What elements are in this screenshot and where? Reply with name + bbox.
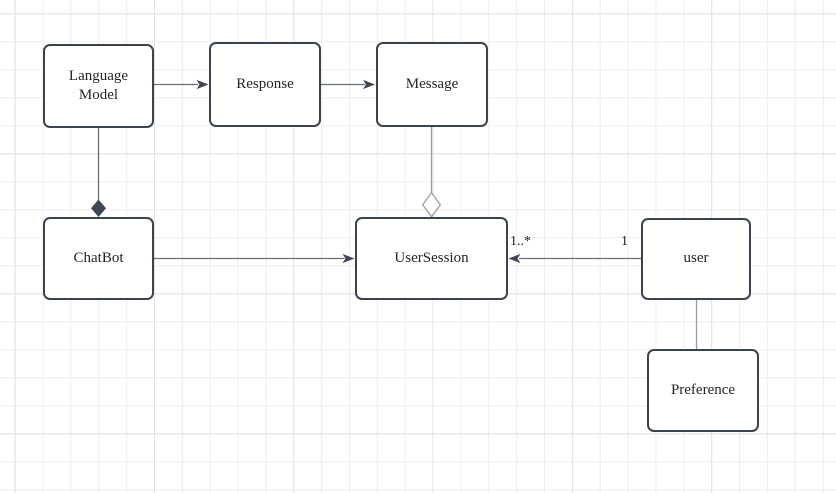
multiplicity-label-usersession[interactable]: 1..* xyxy=(510,234,531,249)
arrowhead-right-icon xyxy=(363,79,375,90)
edge-chatbot-usersession[interactable] xyxy=(154,253,355,264)
multiplicity-label-user[interactable]: 1 xyxy=(621,234,628,249)
arrowhead-left-icon xyxy=(508,253,521,264)
node-label: Preference xyxy=(670,381,736,398)
node-message[interactable]: Message xyxy=(376,42,488,127)
arrowhead-right-icon xyxy=(196,79,209,90)
node-label: Message xyxy=(405,75,459,92)
node-response[interactable]: Response xyxy=(209,42,321,127)
node-chatbot[interactable]: ChatBot xyxy=(43,217,154,300)
node-label: user xyxy=(683,250,709,267)
node-preference[interactable]: Preference xyxy=(647,349,759,432)
edge-user-usersession[interactable] xyxy=(508,253,642,264)
node-label: Response xyxy=(236,75,294,92)
hollow-diamond-icon xyxy=(421,191,442,218)
arrowhead-right-icon xyxy=(342,253,355,264)
node-user[interactable]: user xyxy=(641,218,751,300)
node-label: UserSession xyxy=(394,249,469,266)
edge-response-message[interactable] xyxy=(321,79,375,90)
node-label: ChatBot xyxy=(73,249,124,266)
node-label: Language Model xyxy=(68,67,129,104)
node-language-model[interactable]: Language Model xyxy=(43,44,154,128)
node-usersession[interactable]: UserSession xyxy=(355,217,508,300)
edge-languagemodel-chatbot[interactable] xyxy=(91,128,106,217)
filled-diamond-icon xyxy=(91,199,106,217)
edge-languagemodel-response[interactable] xyxy=(154,79,209,90)
edge-message-usersession[interactable] xyxy=(421,127,442,218)
